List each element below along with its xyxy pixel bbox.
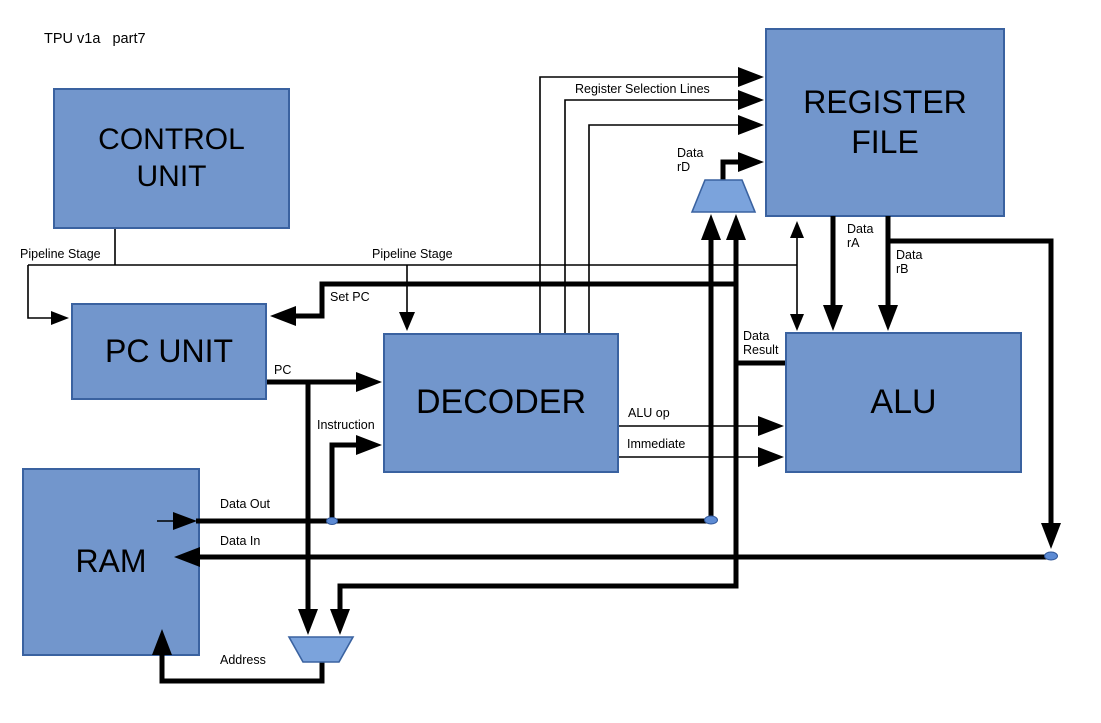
pipeline-branch-to-pc-unit bbox=[27, 265, 51, 319]
data-rd-line bbox=[720, 159, 740, 212]
instruction-line bbox=[329, 442, 358, 520]
arrowhead-into-pc-unit bbox=[51, 311, 69, 325]
pc-unit-label: PC UNIT bbox=[105, 332, 233, 369]
decoder-label: DECODER bbox=[415, 383, 587, 422]
pc-unit-block: PC UNIT bbox=[71, 303, 267, 400]
data-ra-wire bbox=[823, 216, 843, 331]
register-selection-line-1 bbox=[539, 76, 740, 333]
junction-dot-data-out-end bbox=[704, 515, 718, 525]
junction-dot-instruction-tap bbox=[326, 517, 338, 525]
alu-label: ALU bbox=[870, 382, 937, 421]
register-file-label-line2: FILE bbox=[851, 123, 919, 160]
arrowhead-alu-op bbox=[758, 416, 784, 436]
register-selection-wires bbox=[539, 67, 764, 333]
diagram-title: TPU v1a part7 bbox=[44, 31, 146, 47]
arrowhead-instruction-into-decoder bbox=[356, 435, 382, 455]
arrowhead-into-address-mux-right bbox=[330, 609, 350, 635]
arrowhead-into-decoder-top bbox=[399, 312, 415, 331]
register-selection-line-2 bbox=[564, 99, 740, 333]
address-mux bbox=[287, 636, 355, 663]
instruction-wire bbox=[329, 435, 382, 520]
register-selection-lines-label: Register Selection Lines bbox=[575, 82, 710, 96]
register-file-label-line1: REGISTER bbox=[803, 84, 967, 121]
decoder-block: DECODER bbox=[383, 333, 619, 473]
register-selection-line-3 bbox=[588, 124, 740, 333]
arrowhead-data-ra-into-alu bbox=[823, 305, 843, 331]
address-label: Address bbox=[220, 653, 266, 667]
arrowhead-into-rd-mux-left bbox=[701, 214, 721, 240]
register-file-block: REGISTER FILE bbox=[765, 28, 1005, 217]
arrowhead-set-pc bbox=[270, 306, 296, 326]
arrowhead-data-rb-into-data-in bbox=[1041, 523, 1061, 549]
instruction-label: Instruction bbox=[317, 418, 375, 432]
data-out-wire bbox=[157, 512, 711, 530]
arrowhead-data-rb-into-alu bbox=[878, 305, 898, 331]
data-in-wire bbox=[174, 547, 1051, 567]
arrowhead-data-rd-into-register-file bbox=[738, 152, 764, 172]
arrowhead-pc-into-address-mux bbox=[298, 609, 318, 635]
immediate-label: Immediate bbox=[627, 437, 686, 451]
arrowhead-into-alu-top bbox=[790, 314, 804, 331]
arrowhead-into-register-file-bottom bbox=[790, 221, 804, 238]
arrowhead-immediate bbox=[758, 447, 784, 467]
arrowhead-selection-2 bbox=[738, 90, 764, 110]
pipeline-stage-mid-label: Pipeline Stage bbox=[372, 247, 453, 261]
arrowhead-into-rd-mux-right bbox=[726, 214, 746, 240]
set-pc-label: Set PC bbox=[330, 290, 370, 304]
data-out-label: Data Out bbox=[220, 497, 271, 511]
alu-block: ALU bbox=[785, 332, 1022, 473]
alu-op-label: ALU op bbox=[628, 406, 670, 420]
mux-input-from-data-out-wire bbox=[701, 214, 721, 518]
control-unit-block: CONTROL UNIT bbox=[53, 88, 290, 229]
arrowhead-pc-into-decoder bbox=[356, 372, 382, 392]
ram-block: RAM bbox=[22, 468, 200, 656]
control-unit-label-line2: UNIT bbox=[136, 159, 207, 193]
arrowhead-selection-3 bbox=[738, 115, 764, 135]
data-rd-mux bbox=[690, 179, 757, 213]
arrowhead-selection-1 bbox=[738, 67, 764, 87]
pipeline-stage-left-label: Pipeline Stage bbox=[20, 247, 101, 261]
ram-label: RAM bbox=[75, 543, 147, 580]
pc-label: PC bbox=[274, 363, 292, 377]
junction-dot-data-in bbox=[1044, 551, 1058, 561]
data-in-label: Data In bbox=[220, 534, 261, 548]
data-rd-wire bbox=[720, 152, 764, 212]
control-unit-label-line1: CONTROL bbox=[98, 122, 245, 156]
pc-wire bbox=[267, 372, 382, 635]
